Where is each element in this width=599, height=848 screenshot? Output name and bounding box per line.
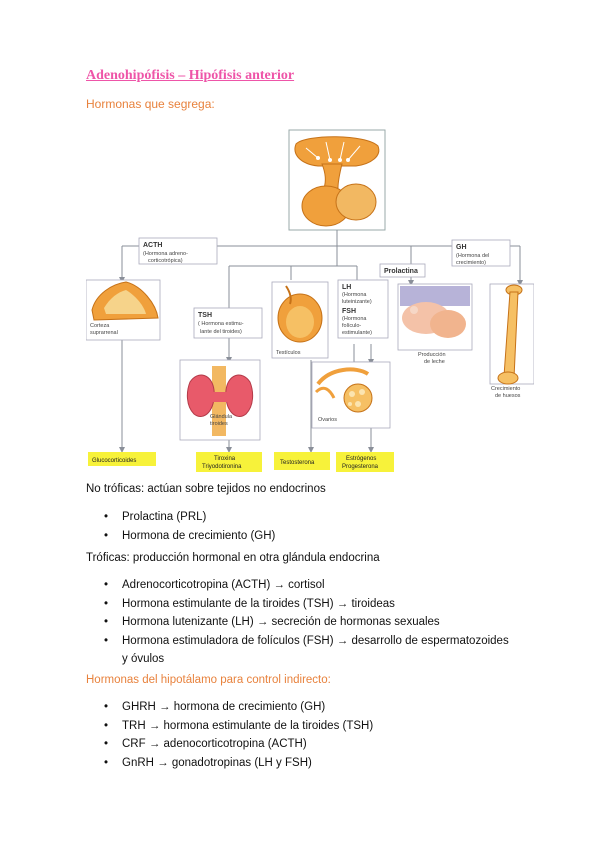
gh-desc-1: (Hormona del xyxy=(456,253,489,259)
output-testosterona: Testosterona xyxy=(280,460,315,466)
gh-label: GH xyxy=(456,244,467,251)
corteza-label-1: Corteza xyxy=(90,323,110,329)
ovarios-label: Ovarios xyxy=(318,417,337,423)
list-item: •TRH → hormona estimulante de la tiroide… xyxy=(104,719,374,732)
corteza-label-2: suprarrenal xyxy=(90,330,118,336)
list-item: •Hormona de crecimiento (GH) xyxy=(104,529,276,542)
list-item: •GnRH → gonadotropinas (LH y FSH) xyxy=(104,756,312,769)
crecimiento-label-2: de huesos xyxy=(495,393,521,399)
testicle-icon xyxy=(277,285,323,343)
list-item: •Hormona estimuladora de folículos (FSH)… xyxy=(104,634,509,647)
fsh-desc-3: estimulante) xyxy=(342,330,372,336)
section-subtitle: Hormonas que segrega: xyxy=(86,97,215,111)
troficas-heading: Tróficas: producción hormonal en otra gl… xyxy=(86,552,380,564)
hormones-diagram: ACTH (Hormona adreno- corticotrópica) GH… xyxy=(86,129,534,472)
list-item: •Prolactina (PRL) xyxy=(104,511,207,523)
lh-label: LH xyxy=(342,284,351,291)
output-estrogenos: Estrógenos xyxy=(346,456,376,462)
acth-desc-2: corticotrópica) xyxy=(148,258,183,264)
output-glucocorticoides: Glucocorticoides xyxy=(92,458,136,464)
lh-desc-2: luteinizante) xyxy=(342,299,372,305)
fsh-desc-1: (Hormona xyxy=(342,316,367,322)
gh-desc-2: crecimiento) xyxy=(456,260,486,266)
list-item: •Hormona lutenizante (LH) → secreción de… xyxy=(104,616,440,628)
list-item: •GHRH → hormona de crecimiento (GH) xyxy=(104,701,326,713)
glandula-label-2: tiroides xyxy=(210,421,228,427)
produccion-label-1: Producción xyxy=(418,352,446,358)
testiculos-label: Testículos xyxy=(276,350,301,356)
prolactina-label: Prolactina xyxy=(384,268,418,275)
no-troficas-list: •Prolactina (PRL) •Hormona de crecimient… xyxy=(86,508,275,545)
thyroid-gland-icon xyxy=(186,366,254,436)
lh-desc-1: (Hormona xyxy=(342,292,367,298)
adrenal-gland-icon xyxy=(91,281,159,321)
breastfeeding-icon xyxy=(400,286,470,338)
pituitary-gland-icon xyxy=(294,136,380,227)
output-progesterona: Progesterona xyxy=(342,464,379,470)
no-troficas-heading: No tróficas: actúan sobre tejidos no end… xyxy=(86,483,326,495)
list-item: •CRF → adenocorticotropina (ACTH) xyxy=(104,738,307,750)
hipotalamo-heading: Hormonas del hipotálamo para control ind… xyxy=(86,674,331,686)
troficas-list: •Adrenocorticotropina (ACTH) → cortisol … xyxy=(86,576,509,669)
produccion-label-2: de leche xyxy=(424,359,445,365)
list-item: •Hormona estimulante de la tiroides (TSH… xyxy=(104,597,395,610)
fsh-label: FSH xyxy=(342,308,356,315)
output-triyodotironina: Triyodotironina xyxy=(202,464,242,470)
tsh-desc-2: lante del tiroides) xyxy=(200,329,242,335)
crecimiento-label-1: Crecimiento xyxy=(491,386,520,392)
tsh-desc-1: ( Hormona estimu- xyxy=(198,321,244,327)
acth-desc-1: (Hormona adreno- xyxy=(143,251,188,257)
ovary-icon xyxy=(314,367,373,413)
bone-icon xyxy=(497,284,523,385)
list-item: •Adrenocorticotropina (ACTH) → cortisol xyxy=(104,579,325,591)
glandula-label-1: Glándula xyxy=(210,414,233,420)
fsh-desc-2: folículo- xyxy=(342,323,361,329)
hipotalamo-list: •GHRH → hormona de crecimiento (GH) •TRH… xyxy=(86,698,373,772)
list-item-continuation: y óvulos xyxy=(122,653,165,665)
acth-label: ACTH xyxy=(143,242,162,249)
tsh-label: TSH xyxy=(198,312,212,319)
page-title: Adenohipófisis – Hipófisis anterior xyxy=(86,68,295,83)
output-tiroxina: Tiroxina xyxy=(214,456,236,462)
